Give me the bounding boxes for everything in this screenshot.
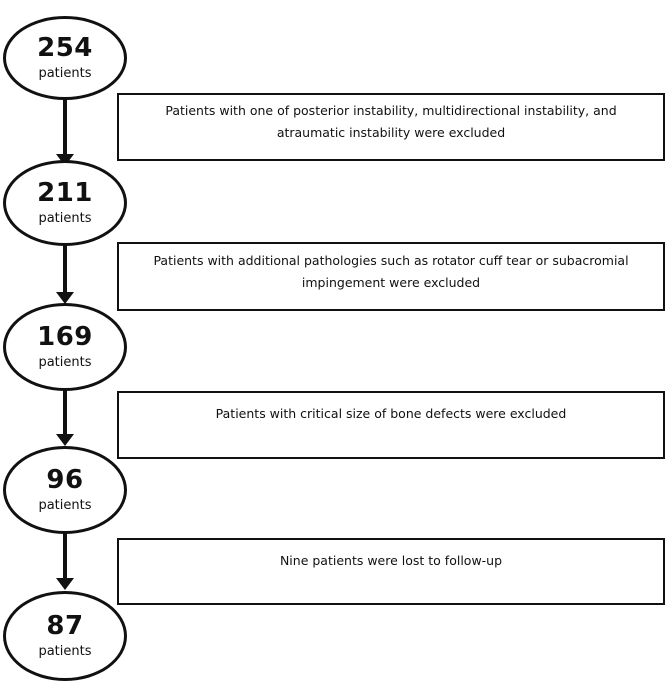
stage-unit: patients <box>38 66 92 81</box>
stage-count: 211 <box>37 178 93 208</box>
stage-node-5: 87 patients <box>3 591 127 681</box>
arrowhead-2 <box>56 292 74 304</box>
stage-count: 96 <box>46 465 84 495</box>
exclusion-box-4: Nine patients were lost to follow-up <box>117 538 665 605</box>
stage-node-2: 211 patients <box>3 160 127 246</box>
exclusion-text: Nine patients were lost to follow-up <box>279 553 503 568</box>
exclusion-text: Patients with critical size of bone defe… <box>215 406 567 421</box>
arrowhead-3 <box>56 434 74 446</box>
exclusion-box-3: Patients with critical size of bone defe… <box>117 391 665 459</box>
exclusion-box-1: Patients with one of posterior instabili… <box>117 93 665 161</box>
stage-unit: patients <box>38 355 92 370</box>
stage-unit: patients <box>38 644 92 659</box>
exclusion-text: Patients with one of posterior instabili… <box>165 103 617 140</box>
stage-node-4: 96 patients <box>3 446 127 534</box>
stage-unit: patients <box>38 498 92 513</box>
exclusion-text: Patients with additional pathologies suc… <box>153 252 629 290</box>
stage-count: 169 <box>37 322 93 352</box>
stage-count: 87 <box>46 611 84 641</box>
arrowhead-4 <box>56 578 74 590</box>
stage-node-1: 254 patients <box>3 16 127 100</box>
stage-node-3: 169 patients <box>3 303 127 391</box>
stage-count: 254 <box>37 33 93 63</box>
exclusion-box-2: Patients with additional pathologies suc… <box>117 242 665 311</box>
stage-unit: patients <box>38 211 92 226</box>
